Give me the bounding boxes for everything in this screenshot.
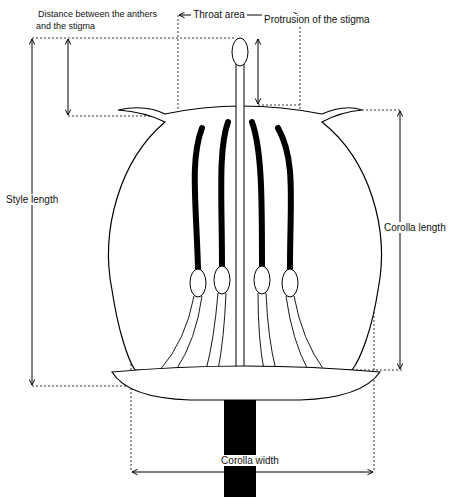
label-text: Protrusion of the stigma — [262, 14, 372, 25]
dimension-label: Distance between the anthers and the sti… — [36, 8, 171, 32]
dimension-label: Throat area — [191, 9, 247, 21]
stigma — [232, 38, 248, 66]
corolla — [109, 106, 382, 370]
label-text: Style length — [4, 194, 60, 205]
calyx — [112, 366, 380, 400]
dimension-label: Corolla width — [195, 455, 305, 467]
dimension-label: Protrusion of the stigma — [262, 14, 392, 26]
label-text: Corolla length — [382, 222, 448, 233]
label-text: Corolla width — [219, 455, 281, 466]
dimension-arrows — [32, 15, 400, 472]
label-text: Distance between the anthers and the sti… — [36, 9, 157, 31]
style — [236, 62, 244, 386]
dimension-label: Corolla length — [382, 222, 458, 234]
label-text: Throat area — [191, 9, 247, 20]
stem — [224, 398, 256, 497]
guide-lines — [32, 15, 402, 472]
dimension-label: Style length — [4, 194, 66, 206]
